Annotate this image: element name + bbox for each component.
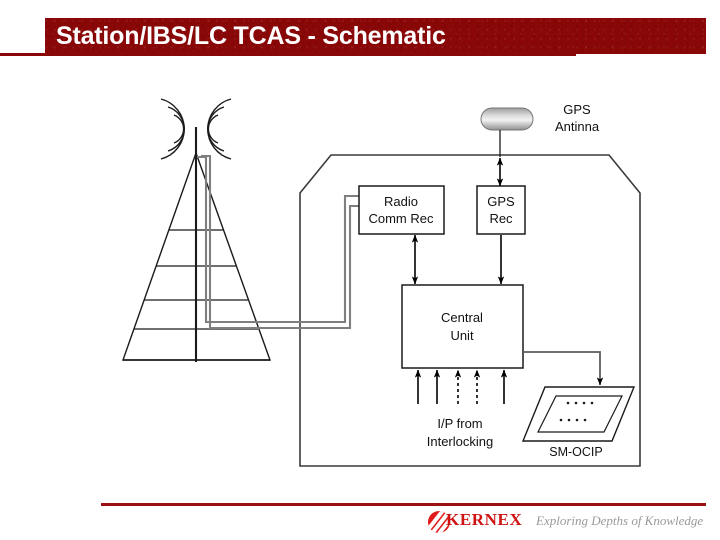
radio-comm-rec-label-line2: Comm Rec bbox=[368, 211, 434, 226]
tower-feeder-cables bbox=[197, 154, 359, 330]
footer-divider bbox=[101, 503, 706, 506]
central-unit-label-line1: Central bbox=[441, 310, 483, 325]
radio-tower bbox=[122, 127, 271, 362]
title-bar bbox=[45, 18, 706, 54]
gps-antenna bbox=[480, 107, 534, 157]
gps-antenna-label-line2: Antinna bbox=[555, 119, 600, 134]
gps-rec-label-line1: GPS bbox=[487, 194, 515, 209]
sm-ocip-panel bbox=[521, 386, 636, 442]
interlocking-label-line1: I/P from bbox=[437, 416, 482, 431]
central-unit-label-line2: Unit bbox=[450, 328, 474, 343]
equipment-enclosure bbox=[299, 154, 641, 467]
gps-rec-label-line2: Rec bbox=[489, 211, 513, 226]
radio-comm-rec-label-line1: Radio bbox=[384, 194, 418, 209]
interlocking-label-line2: Interlocking bbox=[427, 434, 493, 449]
signal-waves-right-icon bbox=[207, 98, 232, 160]
sm-ocip-label: SM-OCIP bbox=[549, 445, 602, 459]
brand-tagline: Exploring Depths of Knowledge bbox=[536, 513, 704, 528]
central-to-smocip-connector bbox=[523, 351, 604, 386]
gps-antenna-label-line1: GPS bbox=[563, 102, 591, 117]
brand-name: KERNEX bbox=[446, 510, 523, 529]
gps-rec-box bbox=[476, 185, 526, 235]
radio-comm-rec-box bbox=[358, 185, 445, 235]
kernex-logo-icon bbox=[428, 511, 450, 533]
interlocking-input-arrows bbox=[414, 369, 508, 404]
page-title: Station/IBS/LC TCAS - Schematic bbox=[56, 22, 446, 50]
sm-ocip-indicator-dots bbox=[559, 401, 594, 422]
central-unit-box bbox=[401, 284, 524, 369]
title-underline bbox=[0, 53, 576, 56]
signal-waves-left-icon bbox=[160, 98, 185, 160]
